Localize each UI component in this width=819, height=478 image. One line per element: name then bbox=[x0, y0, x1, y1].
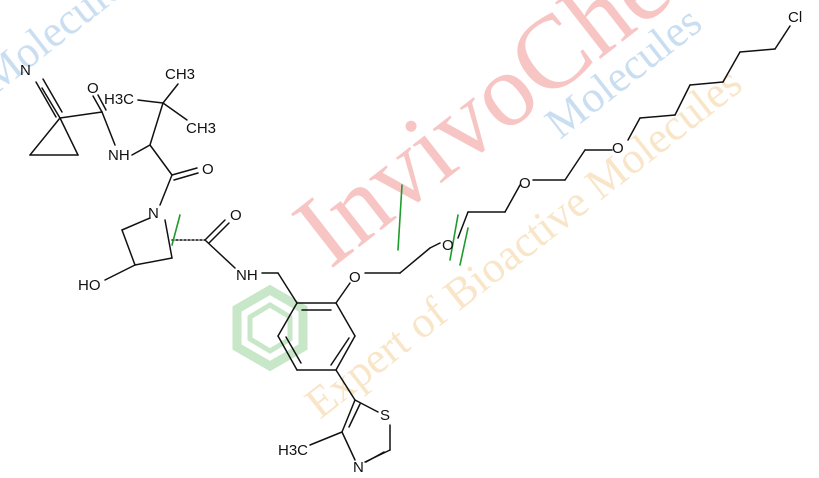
atom-ch3-right: CH3 bbox=[186, 120, 216, 137]
atom-hydroxyl: HO bbox=[78, 277, 101, 294]
watermark-hexagon-inner-icon bbox=[247, 302, 293, 354]
atom-ch3-thiazole: H3C bbox=[278, 442, 308, 459]
atom-amide1-nh: NH bbox=[108, 147, 130, 164]
atom-pyrrolidine-n: N bbox=[148, 205, 159, 222]
atom-amide1-o: O bbox=[87, 80, 99, 97]
green-cut-marks bbox=[171, 184, 469, 266]
atom-ether-o2: O bbox=[442, 237, 454, 254]
atom-nitrile-n: N bbox=[20, 62, 31, 79]
atom-amide3-o: O bbox=[230, 207, 242, 224]
atom-ch3-top: CH3 bbox=[165, 66, 195, 83]
atom-ether-o1: O bbox=[349, 269, 361, 286]
watermark-hexagon-icon bbox=[232, 284, 308, 372]
atom-ch3-left: H3C bbox=[104, 91, 134, 108]
atom-thiazole-s: S bbox=[380, 407, 390, 424]
atom-thiazole-n: N bbox=[353, 459, 364, 476]
atom-chloro: Cl bbox=[788, 9, 802, 26]
atom-amide3-nh: NH bbox=[236, 267, 258, 284]
bond-skeleton bbox=[29, 25, 791, 463]
atom-labels: N O NH CH3 H3C CH3 O N O HO NH O O O O C… bbox=[20, 9, 802, 476]
watermark-tagline-top: Molecules bbox=[0, 0, 146, 103]
atom-ether-o4: O bbox=[612, 140, 624, 157]
atom-amide2-o: O bbox=[202, 161, 214, 178]
atom-ether-o3: O bbox=[519, 175, 531, 192]
watermark: InvivoChem Molecules Expert of Bioactive… bbox=[0, 0, 754, 428]
